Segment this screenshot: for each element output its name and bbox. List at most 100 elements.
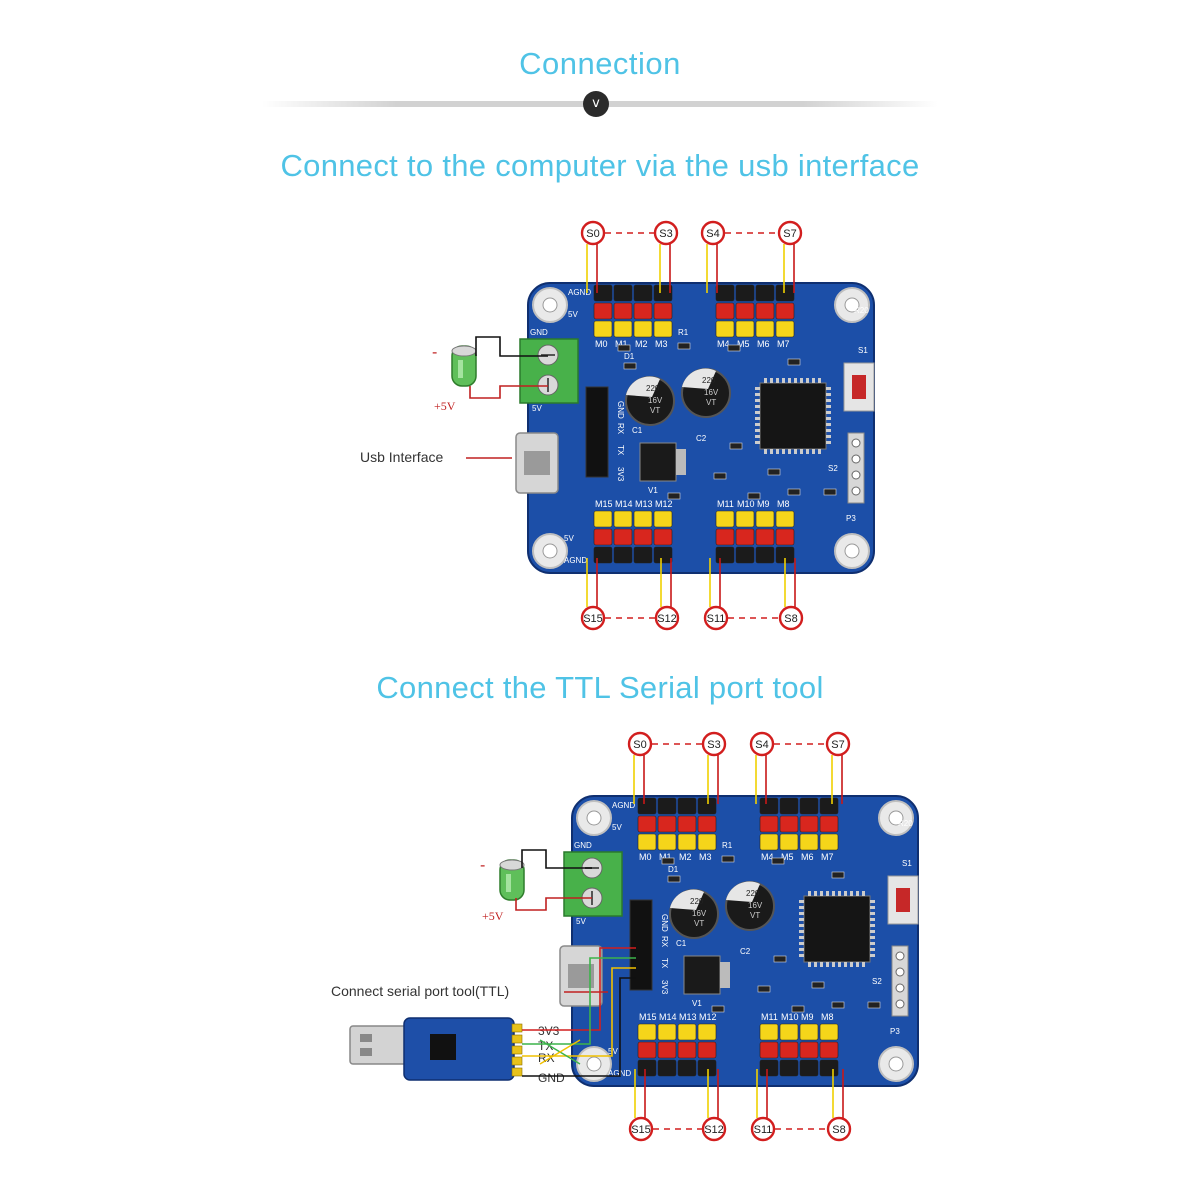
- side-label: 5V: [576, 917, 586, 926]
- header-pin: [775, 284, 795, 302]
- adapter-pin-label: 3V3: [538, 1024, 560, 1038]
- callout-ring: [749, 731, 775, 757]
- header-pin: [697, 1059, 717, 1077]
- header-pin: [697, 833, 717, 851]
- chip-pin: [755, 411, 760, 414]
- chip-pin: [799, 930, 804, 933]
- p3-pin: [895, 983, 905, 993]
- chip-pin: [850, 962, 853, 967]
- pin-label: M3: [655, 339, 668, 349]
- power-minus-label: -: [432, 344, 437, 361]
- pin-label: M11: [717, 499, 734, 509]
- header-pin: [657, 1041, 677, 1059]
- header-pin: [819, 833, 839, 851]
- capacitor-text: 220: [690, 897, 704, 906]
- capacitor-label: [682, 368, 716, 389]
- callout-s15: S15: [580, 605, 606, 631]
- adapter-pin: [511, 1045, 523, 1055]
- header-pin: [637, 833, 657, 851]
- mounting-hole-center: [844, 543, 860, 559]
- capacitor-text: 16V: [692, 909, 707, 918]
- header-pin: [819, 797, 839, 815]
- regulator-tab: [676, 449, 686, 475]
- pcb-body: [527, 282, 875, 574]
- pin-label: M5: [737, 339, 750, 349]
- part-label: D1: [624, 352, 635, 361]
- usb-interface-label: Usb Interface: [360, 449, 443, 465]
- callout-s3: S3: [701, 731, 727, 757]
- serial-header: [629, 899, 653, 991]
- header-pin: [755, 510, 775, 528]
- header-pin: [637, 1059, 657, 1077]
- microcontroller-chip: [803, 895, 871, 963]
- serial-header-label: RX: [616, 423, 625, 435]
- mounting-hole-center: [888, 1056, 904, 1072]
- adapter-pin-label: RX: [538, 1051, 555, 1065]
- serial-header-label: GND: [660, 914, 669, 932]
- smd-component: [721, 855, 735, 863]
- header-pin: [759, 1041, 779, 1059]
- chip-pin: [832, 962, 835, 967]
- callout-s12: S12: [701, 1116, 727, 1142]
- chip-pin: [838, 962, 841, 967]
- header-pin: [613, 284, 633, 302]
- header-pin: [759, 833, 779, 851]
- header-pin: [775, 320, 795, 338]
- callout-label: S12: [657, 613, 677, 625]
- header-pin: [735, 510, 755, 528]
- pin-label: M9: [801, 1012, 814, 1022]
- chip-pin: [799, 942, 804, 945]
- chip-pin: [812, 449, 815, 454]
- header-pin: [637, 1023, 657, 1041]
- part-label: S1: [902, 859, 912, 868]
- chip-pin: [782, 378, 785, 383]
- chip-pin: [838, 891, 841, 896]
- pin-label: M6: [801, 852, 814, 862]
- chevron-down-icon[interactable]: v: [583, 91, 609, 117]
- chip-pin: [770, 378, 773, 383]
- pin-label: M14: [659, 1012, 677, 1022]
- callout-s11: S11: [750, 1116, 776, 1142]
- pin-label: M5: [781, 852, 794, 862]
- chip-pin: [755, 393, 760, 396]
- smd-component: [713, 472, 727, 480]
- header-pin: [633, 528, 653, 546]
- callout-ring: [580, 605, 606, 631]
- chip-pin: [826, 411, 831, 414]
- chip-pin: [826, 399, 831, 402]
- chip-pin: [782, 449, 785, 454]
- callout-s7: S7: [825, 731, 851, 757]
- callout-ring: [700, 220, 726, 246]
- smd-component: [757, 985, 771, 993]
- callout-label: S0: [586, 228, 599, 240]
- chip-pin: [826, 405, 831, 408]
- p3-pin: [851, 454, 861, 464]
- chip-pin: [856, 962, 859, 967]
- smd-component: [831, 871, 845, 879]
- chip-pin: [755, 429, 760, 432]
- header-pin: [715, 510, 735, 528]
- serial-header-label: 3V3: [616, 467, 625, 482]
- capacitor-text: VT: [706, 398, 716, 407]
- pin-label: M14: [615, 499, 633, 509]
- header-pin: [715, 320, 735, 338]
- smd-component: [823, 488, 837, 496]
- callout-ring: [580, 220, 606, 246]
- chip-pin: [755, 399, 760, 402]
- chip-pin: [826, 962, 829, 967]
- power-wire-negative: [521, 849, 592, 869]
- pin-label: M13: [679, 1012, 697, 1022]
- header-pin: [759, 1023, 779, 1041]
- header-pin: [775, 528, 795, 546]
- pin-label: M1: [659, 852, 672, 862]
- pin-label: M4: [761, 852, 774, 862]
- adapter-pin-label: TX: [538, 1039, 553, 1053]
- header-pin: [755, 320, 775, 338]
- header-pin: [637, 815, 657, 833]
- power-wire-negative: [475, 336, 548, 357]
- chip-pin: [844, 962, 847, 967]
